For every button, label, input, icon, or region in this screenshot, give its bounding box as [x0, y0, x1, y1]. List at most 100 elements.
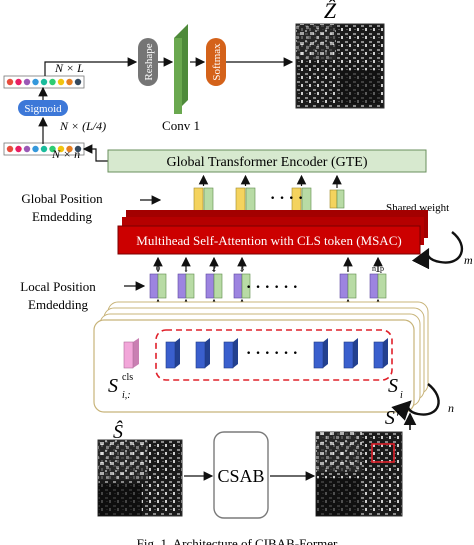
softmax-label: Softmax [211, 43, 223, 81]
s-prime-image [315, 431, 403, 517]
global-pos-label-line1: Global Position [21, 191, 103, 206]
local-pos-token [157, 273, 167, 299]
global-pos-token [336, 189, 345, 209]
dot-marker [40, 78, 48, 86]
dot-marker [32, 145, 39, 153]
dot-marker [40, 145, 48, 153]
csab-block: CSAB [213, 431, 269, 519]
s-i-label: S [388, 375, 398, 397]
patch-token [195, 341, 206, 369]
local-patch-token [233, 273, 243, 299]
dot-row-bottom [3, 142, 85, 156]
global-pos-token [203, 187, 214, 213]
patch-token-group [165, 338, 388, 369]
dot-marker [6, 78, 14, 86]
global-dots: · · · · [270, 190, 303, 207]
global-cls-token [329, 189, 338, 209]
patch-token-side [383, 338, 388, 368]
local-pos-token [241, 273, 251, 299]
n-times-n-label: N × n [51, 147, 80, 161]
dot-marker [66, 145, 73, 153]
local-pos-token [185, 273, 195, 299]
s-cls-label: S [108, 375, 118, 397]
dot-marker [32, 78, 39, 86]
local-pos-label-line2: Emdedding [28, 297, 88, 312]
s-cls-superscript: cls [122, 372, 133, 383]
patch-token-side [205, 338, 210, 368]
n-times-l-label: N × L [54, 61, 84, 75]
conv1-block [174, 24, 188, 114]
local-patch-token [339, 273, 349, 299]
patch-token [223, 341, 234, 369]
csab-label: CSAB [217, 466, 264, 486]
local-patch-token [369, 273, 379, 299]
global-cls-token [193, 187, 204, 213]
loop-arrow-n [391, 383, 440, 421]
msac-stack [117, 210, 428, 255]
s-cls-subscript: i,: [122, 390, 131, 401]
global-token-group [193, 174, 345, 213]
patch-token-side [353, 338, 358, 368]
s-cls-label-group: S cls i,: [108, 372, 133, 401]
dot-marker [15, 145, 22, 153]
s-i-subscript: i [400, 390, 403, 401]
dot-marker [6, 145, 14, 153]
loop-label-m: m [464, 253, 473, 267]
global-cls-token [235, 187, 246, 213]
local-patch-token [177, 273, 187, 299]
patch-token-side [175, 338, 180, 368]
dot-marker [74, 145, 82, 153]
patch-token [165, 341, 176, 369]
cls-token [123, 338, 139, 369]
s-i-label-group: S i [388, 375, 403, 401]
local-patch-token [205, 273, 215, 299]
dot-marker [57, 78, 65, 86]
dot-row-top [3, 75, 85, 89]
patch-token-side [323, 338, 328, 368]
softmax-block: Softmax [206, 38, 226, 86]
loop-arrow-m [411, 231, 463, 270]
patch-dashed-box [155, 329, 393, 381]
global-pos-token [301, 187, 312, 213]
global-pos-token [245, 187, 256, 213]
loop-label-n: n [448, 401, 454, 415]
dot-marker [49, 145, 56, 153]
flow-arrow-to-reshape [44, 57, 138, 76]
z-hat-label: Ẑ [324, 0, 337, 23]
n-times-l4-label: N × (L/4) [59, 119, 106, 133]
patch-dots: · · · · · · [246, 345, 298, 362]
local-dots: · · · · · · [246, 279, 298, 296]
local-pos-token [347, 273, 357, 299]
global-pos-label-line2: Emdedding [32, 209, 92, 224]
flow-arrow-gte-dots [82, 144, 108, 162]
dot-marker [23, 145, 31, 153]
s-prime-highlight-box [371, 443, 395, 463]
dot-marker [23, 78, 31, 86]
reshape-label: Reshape [143, 43, 155, 80]
dot-marker [66, 78, 73, 86]
patch-token [343, 341, 354, 369]
dot-marker [57, 145, 65, 153]
patch-token [373, 341, 384, 369]
msac-label: Multihead Self-Attention with CLS token … [136, 233, 401, 248]
conv1-label: Conv 1 [162, 118, 200, 133]
z-hat-image [295, 23, 385, 109]
sigmoid-block: Sigmoid [18, 100, 68, 116]
patch-token-side [233, 338, 238, 368]
local-pos-token [377, 273, 387, 299]
s-hat-label: Ŝ [113, 419, 123, 443]
sigmoid-label: Sigmoid [24, 103, 62, 115]
local-patch-token [149, 273, 159, 299]
local-pos-token [213, 273, 223, 299]
reshape-block: Reshape [138, 38, 158, 86]
gte-block: Global Transformer Encoder (GTE) [107, 149, 427, 173]
s-prime-label: S′ [385, 407, 400, 429]
dot-marker [74, 78, 82, 86]
gte-label: Global Transformer Encoder (GTE) [166, 155, 367, 170]
dot-marker [15, 78, 22, 86]
dot-marker [49, 78, 56, 86]
s-hat-image [97, 439, 183, 517]
figure-caption: Fig. 1. Architecture of CIBAB-Former [137, 536, 338, 545]
local-pos-label-line1: Local Position [20, 279, 96, 294]
